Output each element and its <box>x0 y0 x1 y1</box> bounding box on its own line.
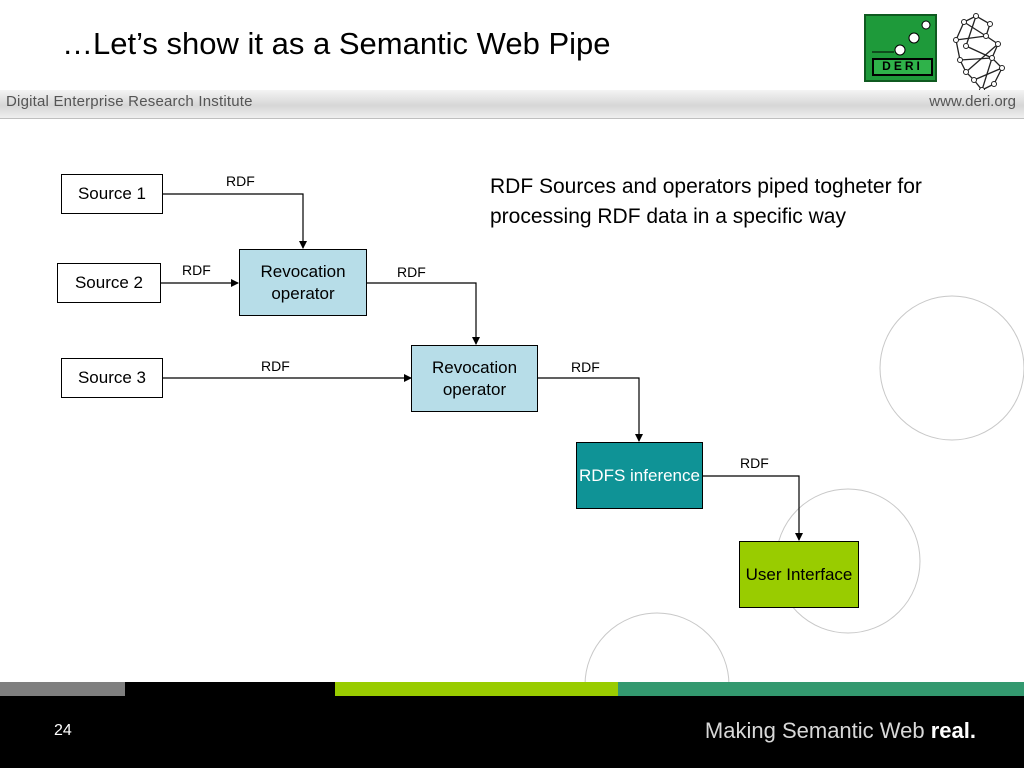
slogan: Making Semantic Web real. <box>705 718 976 744</box>
ireland-network-icon <box>953 13 1005 93</box>
deri-logo: DERI <box>864 14 937 82</box>
description-text: RDF Sources and operators piped togheter… <box>490 175 922 228</box>
footer-bar-black <box>125 682 335 696</box>
node-revocation-operator-1: Revocation operator <box>239 249 367 316</box>
edge-label-rdf: RDF <box>182 262 211 278</box>
footer-bar-lime <box>335 682 618 696</box>
edge-source1-revocation1 <box>163 193 307 249</box>
node-user-interface: User Interface <box>739 541 859 608</box>
footer-bar-teal <box>618 682 1024 696</box>
node-source-3: Source 3 <box>61 358 163 398</box>
edge-label-rdf: RDF <box>571 359 600 375</box>
page-number: 24 <box>54 722 72 739</box>
edge-rdfs-ui <box>703 475 803 541</box>
node-source-1: Source 1 <box>61 174 163 214</box>
edge-revocation2-rdfs <box>538 377 643 442</box>
logo-dots-icon <box>872 20 931 56</box>
edge-label-rdf: RDF <box>740 455 769 471</box>
website-url: www.deri.org <box>929 93 1016 110</box>
node-rdfs-inference: RDFS inference <box>576 442 703 509</box>
slogan-bold: real. <box>930 718 976 743</box>
edge-label-rdf: RDF <box>261 358 290 374</box>
institute-name: Digital Enterprise Research Institute <box>6 93 253 110</box>
edge-label-rdf: RDF <box>397 264 426 280</box>
header-band <box>0 90 1024 119</box>
edge-revocation1-revocation2 <box>367 282 480 345</box>
node-source-2: Source 2 <box>57 263 161 303</box>
footer <box>0 696 1024 768</box>
edge-label-rdf: RDF <box>226 173 255 189</box>
logo-text: DERI <box>872 58 933 76</box>
node-revocation-operator-2: Revocation operator <box>411 345 538 412</box>
slogan-prefix: Making Semantic Web <box>704 718 931 743</box>
footer-bar-gray <box>0 682 125 696</box>
slide-title: …Let’s show it as a Semantic Web Pipe <box>62 26 611 61</box>
